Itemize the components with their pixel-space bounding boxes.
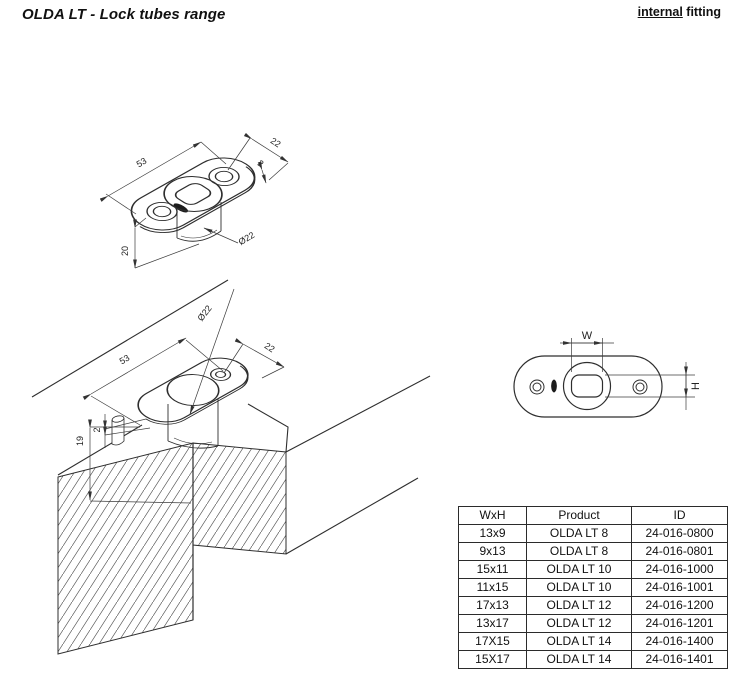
fitting-note-underlined: internal xyxy=(637,5,683,19)
col-header-product: Product xyxy=(526,506,632,525)
table-cell: 17x13 xyxy=(458,596,527,615)
table-cell: 24-016-0801 xyxy=(631,542,728,561)
table-cell: OLDA LT 12 xyxy=(526,596,632,615)
iso-dimensions xyxy=(99,132,289,269)
fitting-type-note: internal fitting xyxy=(638,5,721,19)
tube-body xyxy=(176,202,222,242)
iso-dim-thickness: 2 xyxy=(256,158,266,169)
table-cell: 24-016-1001 xyxy=(631,578,728,597)
section-drawing: Ø22 53 22 19 2 xyxy=(31,279,431,655)
tube-recess xyxy=(167,399,219,449)
table-cell: 11x15 xyxy=(458,578,527,597)
section-dim-length: 53 xyxy=(118,353,132,367)
iso-dim-length: 53 xyxy=(135,156,149,170)
col-header-wxh: WxH xyxy=(458,506,527,525)
top-view-dim-width: W xyxy=(582,330,593,342)
section-dim-depth: 19 xyxy=(75,436,85,446)
top-view-drawing: W H xyxy=(513,330,702,418)
table-cell: OLDA LT 8 xyxy=(526,524,632,543)
section-dim-thickness: 2 xyxy=(92,427,102,432)
cut-faces xyxy=(57,442,287,655)
top-view-dim-height: H xyxy=(690,382,702,390)
table-cell: OLDA LT 14 xyxy=(526,632,632,651)
table-cell: 24-016-1201 xyxy=(631,614,728,633)
table-cell: 17X15 xyxy=(458,632,527,651)
table-cell: OLDA LT 14 xyxy=(526,650,632,669)
table-cell: OLDA LT 10 xyxy=(526,560,632,579)
table-cell: 13x17 xyxy=(458,614,527,633)
fitting-note-rest: fitting xyxy=(682,5,721,19)
col-header-id: ID xyxy=(631,506,728,525)
dowel-pin xyxy=(111,415,125,446)
table-cell: OLDA LT 8 xyxy=(526,542,632,561)
section-dim-width: 22 xyxy=(263,341,277,355)
table-cell: 9x13 xyxy=(458,542,527,561)
table-cell: 15X17 xyxy=(458,650,527,669)
table-cell: 24-016-1401 xyxy=(631,650,728,669)
iso-dim-width: 22 xyxy=(269,136,283,150)
slot-detail-top-view xyxy=(551,379,557,393)
page-title: OLDA LT - Lock tubes range xyxy=(22,6,226,23)
table-cell: 15x11 xyxy=(458,560,527,579)
table-cell: 13x9 xyxy=(458,524,527,543)
table-cell: 24-016-1000 xyxy=(631,560,728,579)
top-view-dimensions xyxy=(560,338,695,410)
section-dimensions xyxy=(82,288,285,504)
iso-dim-diameter: Ø22 xyxy=(237,230,257,247)
table-header-row: WxH Product ID xyxy=(458,506,728,525)
iso-dim-depth: 20 xyxy=(120,246,130,256)
iso-drawing: 53 22 2 Ø22 20 xyxy=(99,132,289,269)
table-cell: 24-016-1200 xyxy=(631,596,728,615)
table-cell: 24-016-1400 xyxy=(631,632,728,651)
section-dim-diameter: Ø22 xyxy=(195,303,213,323)
table-cell: 24-016-0800 xyxy=(631,524,728,543)
table-cell: OLDA LT 10 xyxy=(526,578,632,597)
table-cell: OLDA LT 12 xyxy=(526,614,632,633)
